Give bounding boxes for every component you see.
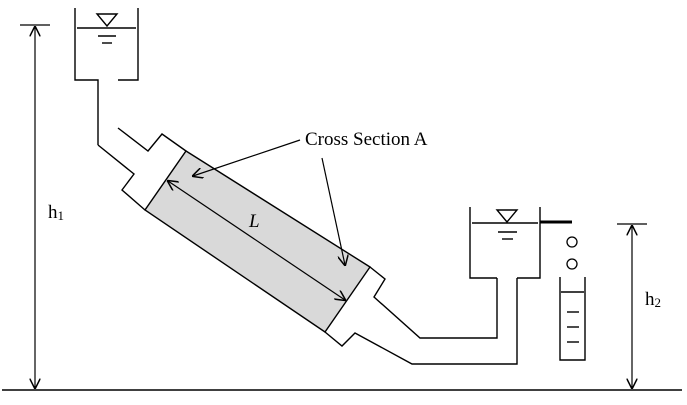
cross-section-leaders <box>193 139 345 265</box>
upper-reservoir <box>74 8 139 145</box>
length-dimension <box>168 181 345 300</box>
inlet-pipe <box>97 127 187 211</box>
droplet-icon <box>566 258 578 270</box>
graduated-cylinder <box>559 277 586 361</box>
outlet-pipe <box>324 266 518 365</box>
lower-reservoir <box>469 207 541 279</box>
cross-section-label: Cross Section A <box>305 129 428 150</box>
h1-label: h1 <box>48 202 64 223</box>
h2-dimension <box>617 223 647 388</box>
water-level-icon <box>95 13 119 28</box>
droplet-icon <box>566 236 578 248</box>
water-level-icon <box>495 209 519 224</box>
h2-label: h2 <box>645 289 661 310</box>
h1-dimension <box>20 24 50 388</box>
length-label: L <box>248 211 260 232</box>
